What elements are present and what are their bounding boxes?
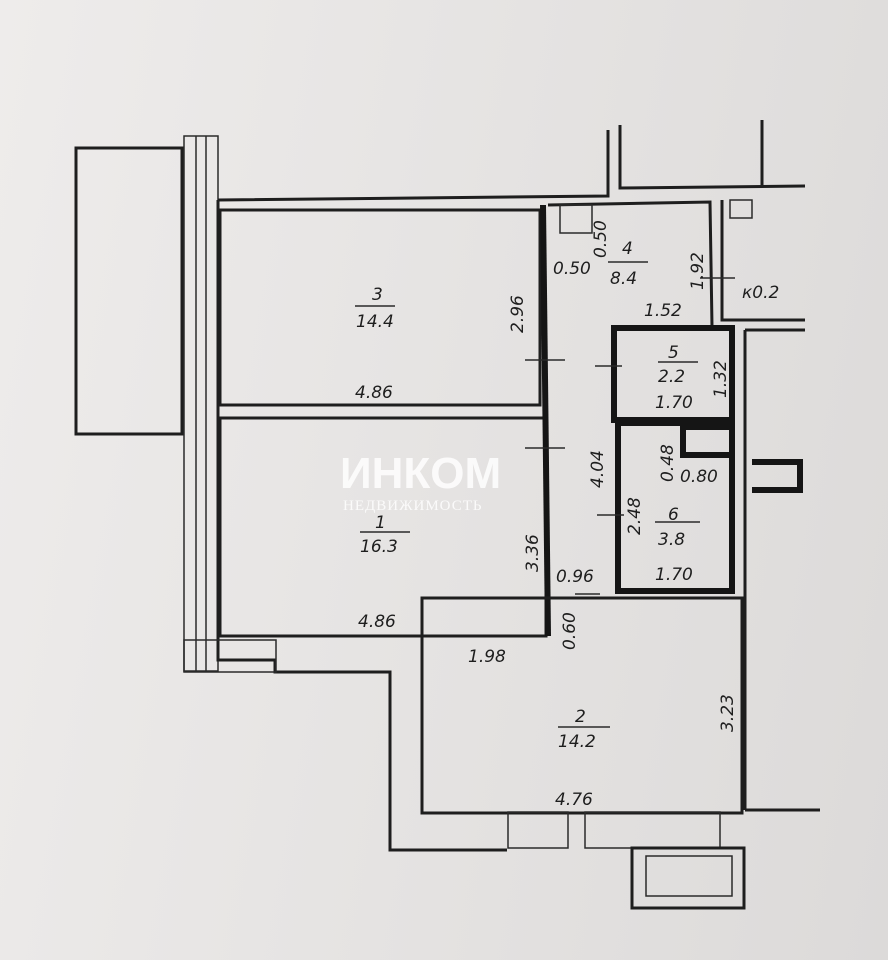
room-5: 5 2.2 1.32 1.70 (655, 343, 731, 413)
watermark-brand: ИНКОМ (340, 449, 501, 498)
window-frame-left (183, 135, 219, 672)
dimension: 1.92 (688, 252, 708, 290)
room-3-outline (218, 208, 542, 407)
shaft-label: к0.2 (742, 283, 779, 303)
room-6-outline (615, 420, 735, 594)
dimension: 4.86 (358, 612, 396, 632)
dimension: 1.70 (655, 565, 693, 585)
balcony-left (74, 146, 184, 436)
room-number: 4 (622, 239, 633, 259)
walls (183, 120, 820, 910)
watermark-subtitle: НЕДВИЖИМОСТЬ (343, 498, 482, 514)
dimension: 1.52 (644, 301, 682, 321)
dimension: 0.50 (553, 259, 591, 279)
room-number: 2 (575, 707, 586, 727)
room-number: 6 (668, 505, 679, 525)
room-6: 6 3.8 0.48 0.80 2.48 1.70 (625, 444, 718, 585)
room-number: 5 (668, 343, 679, 363)
room-area: 16.3 (360, 537, 398, 557)
dimension: 0.48 (658, 444, 678, 482)
dimension: 4.86 (355, 383, 393, 403)
window-bottom-2 (584, 811, 721, 849)
balcony-bottom (630, 846, 746, 910)
dimension: 2.96 (508, 295, 528, 333)
room-4: 4 8.4 0.50 0.50 1.92 1.52 (553, 220, 708, 321)
room-number: 3 (372, 285, 383, 305)
room-number: 1 (375, 513, 386, 533)
dimension: 0.50 (591, 220, 611, 258)
room-2-outline (420, 596, 744, 815)
room-area: 14.4 (356, 312, 394, 332)
room-area: 2.2 (658, 367, 685, 387)
room-area: 8.4 (610, 269, 637, 289)
dimension: 1.98 (468, 647, 506, 667)
dimension: 3.23 (718, 694, 738, 732)
watermark-logo: ИНКОМ НЕДВИЖИМОСТЬ (340, 449, 501, 514)
corridor: 4.04 0.96 (556, 450, 608, 587)
dimension: 1.70 (655, 393, 693, 413)
room-area: 14.2 (558, 732, 596, 752)
room-3: 3 14.4 2.96 4.86 (355, 285, 528, 403)
window-bottom-1 (507, 811, 569, 849)
dimension: 4.04 (588, 450, 608, 488)
dimension: 1.32 (711, 360, 731, 398)
dimension: 3.36 (523, 534, 543, 572)
dimension: 2.48 (625, 497, 645, 535)
door-marks (525, 277, 735, 595)
room-area: 3.8 (658, 530, 685, 550)
room-2: 2 14.2 3.23 4.76 1.98 0.60 (468, 612, 738, 810)
dimension: 0.96 (556, 567, 594, 587)
room-1: 1 16.3 3.36 4.86 (358, 513, 543, 632)
dimension: 0.60 (560, 612, 580, 650)
dimension: 0.80 (680, 467, 718, 487)
dimension: 4.76 (555, 790, 593, 810)
